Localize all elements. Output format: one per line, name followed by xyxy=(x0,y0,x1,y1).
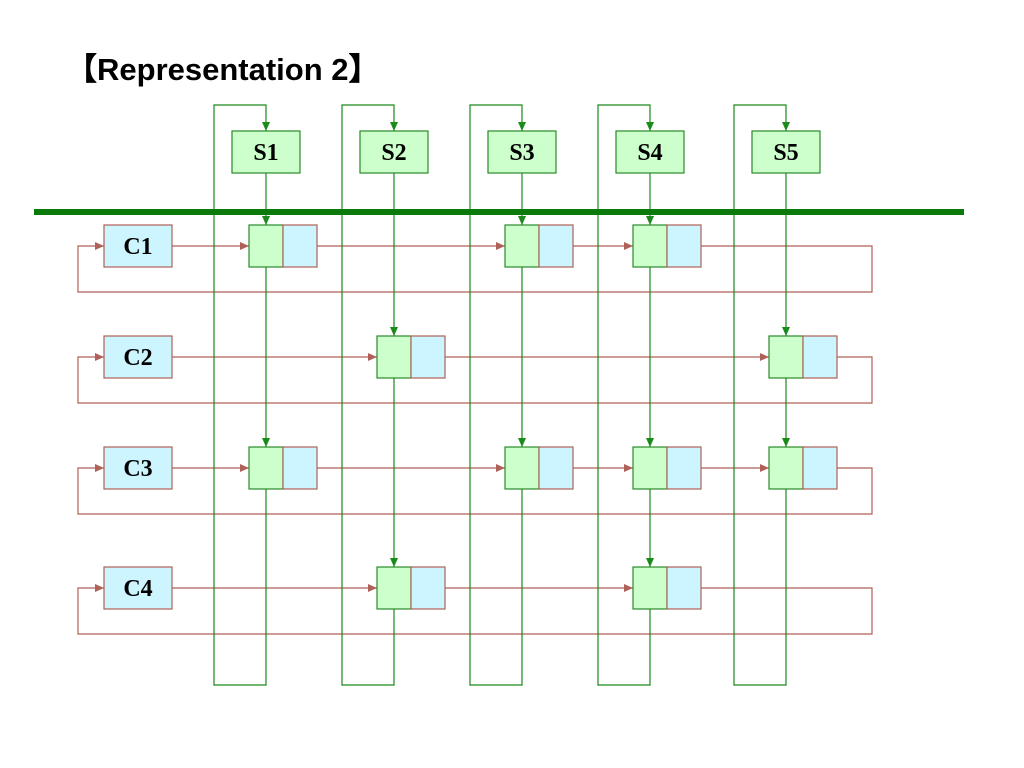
column-header-S5: S5 xyxy=(751,130,821,174)
node-down-field xyxy=(376,566,412,610)
row-header-C3: C3 xyxy=(103,446,173,490)
matrix-node-C1-S3 xyxy=(504,224,574,268)
column-header-label: S4 xyxy=(637,140,662,166)
row-header-label: C1 xyxy=(123,234,152,260)
node-right-field xyxy=(538,446,574,490)
row-loop-C4 xyxy=(77,584,873,635)
node-down-field xyxy=(248,446,284,490)
node-down-field xyxy=(768,446,804,490)
column-header-label: S2 xyxy=(381,140,406,166)
matrix-node-C1-S4 xyxy=(632,224,702,268)
matrix-node-C3-S4 xyxy=(632,446,702,490)
row-header-C4: C4 xyxy=(103,566,173,610)
node-right-field xyxy=(666,566,702,610)
page-title: 【Representation 2】 xyxy=(66,52,380,87)
column-loop-S1 xyxy=(213,104,270,686)
row-header-label: C2 xyxy=(123,345,152,371)
column-header-S1: S1 xyxy=(231,130,301,174)
matrix-node-C3-S5 xyxy=(768,446,838,490)
row-loop-C1 xyxy=(77,242,873,293)
node-down-field xyxy=(632,446,668,490)
node-right-field xyxy=(666,446,702,490)
matrix-node-C3-S3 xyxy=(504,446,574,490)
node-down-field xyxy=(768,335,804,379)
row-loop-C2 xyxy=(77,353,873,404)
matrix-node-C2-S5 xyxy=(768,335,838,379)
node-right-field xyxy=(802,446,838,490)
row-loop-C3 xyxy=(77,464,873,515)
matrix-node-C2-S2 xyxy=(376,335,446,379)
node-down-field xyxy=(376,335,412,379)
row-header-label: C4 xyxy=(123,576,152,602)
node-right-field xyxy=(802,335,838,379)
node-down-field xyxy=(632,566,668,610)
node-down-field xyxy=(248,224,284,268)
matrix-node-C1-S1 xyxy=(248,224,318,268)
matrix-node-C4-S2 xyxy=(376,566,446,610)
matrix-node-C3-S1 xyxy=(248,446,318,490)
matrix-node-C4-S4 xyxy=(632,566,702,610)
column-header-label: S5 xyxy=(773,140,798,166)
node-right-field xyxy=(282,446,318,490)
node-down-field xyxy=(632,224,668,268)
node-right-field xyxy=(282,224,318,268)
node-right-field xyxy=(410,335,446,379)
column-loop-S5 xyxy=(733,104,790,686)
column-loop-S4 xyxy=(597,104,654,686)
row-header-C2: C2 xyxy=(103,335,173,379)
column-header-label: S3 xyxy=(509,140,534,166)
node-down-field xyxy=(504,446,540,490)
column-header-S4: S4 xyxy=(615,130,685,174)
column-loop-S3 xyxy=(469,104,526,686)
node-right-field xyxy=(538,224,574,268)
column-loop-S2 xyxy=(341,104,398,686)
column-header-S2: S2 xyxy=(359,130,429,174)
row-header-C1: C1 xyxy=(103,224,173,268)
node-right-field xyxy=(666,224,702,268)
column-header-S3: S3 xyxy=(487,130,557,174)
node-right-field xyxy=(410,566,446,610)
node-down-field xyxy=(504,224,540,268)
row-header-label: C3 xyxy=(123,456,152,482)
column-header-label: S1 xyxy=(253,140,278,166)
